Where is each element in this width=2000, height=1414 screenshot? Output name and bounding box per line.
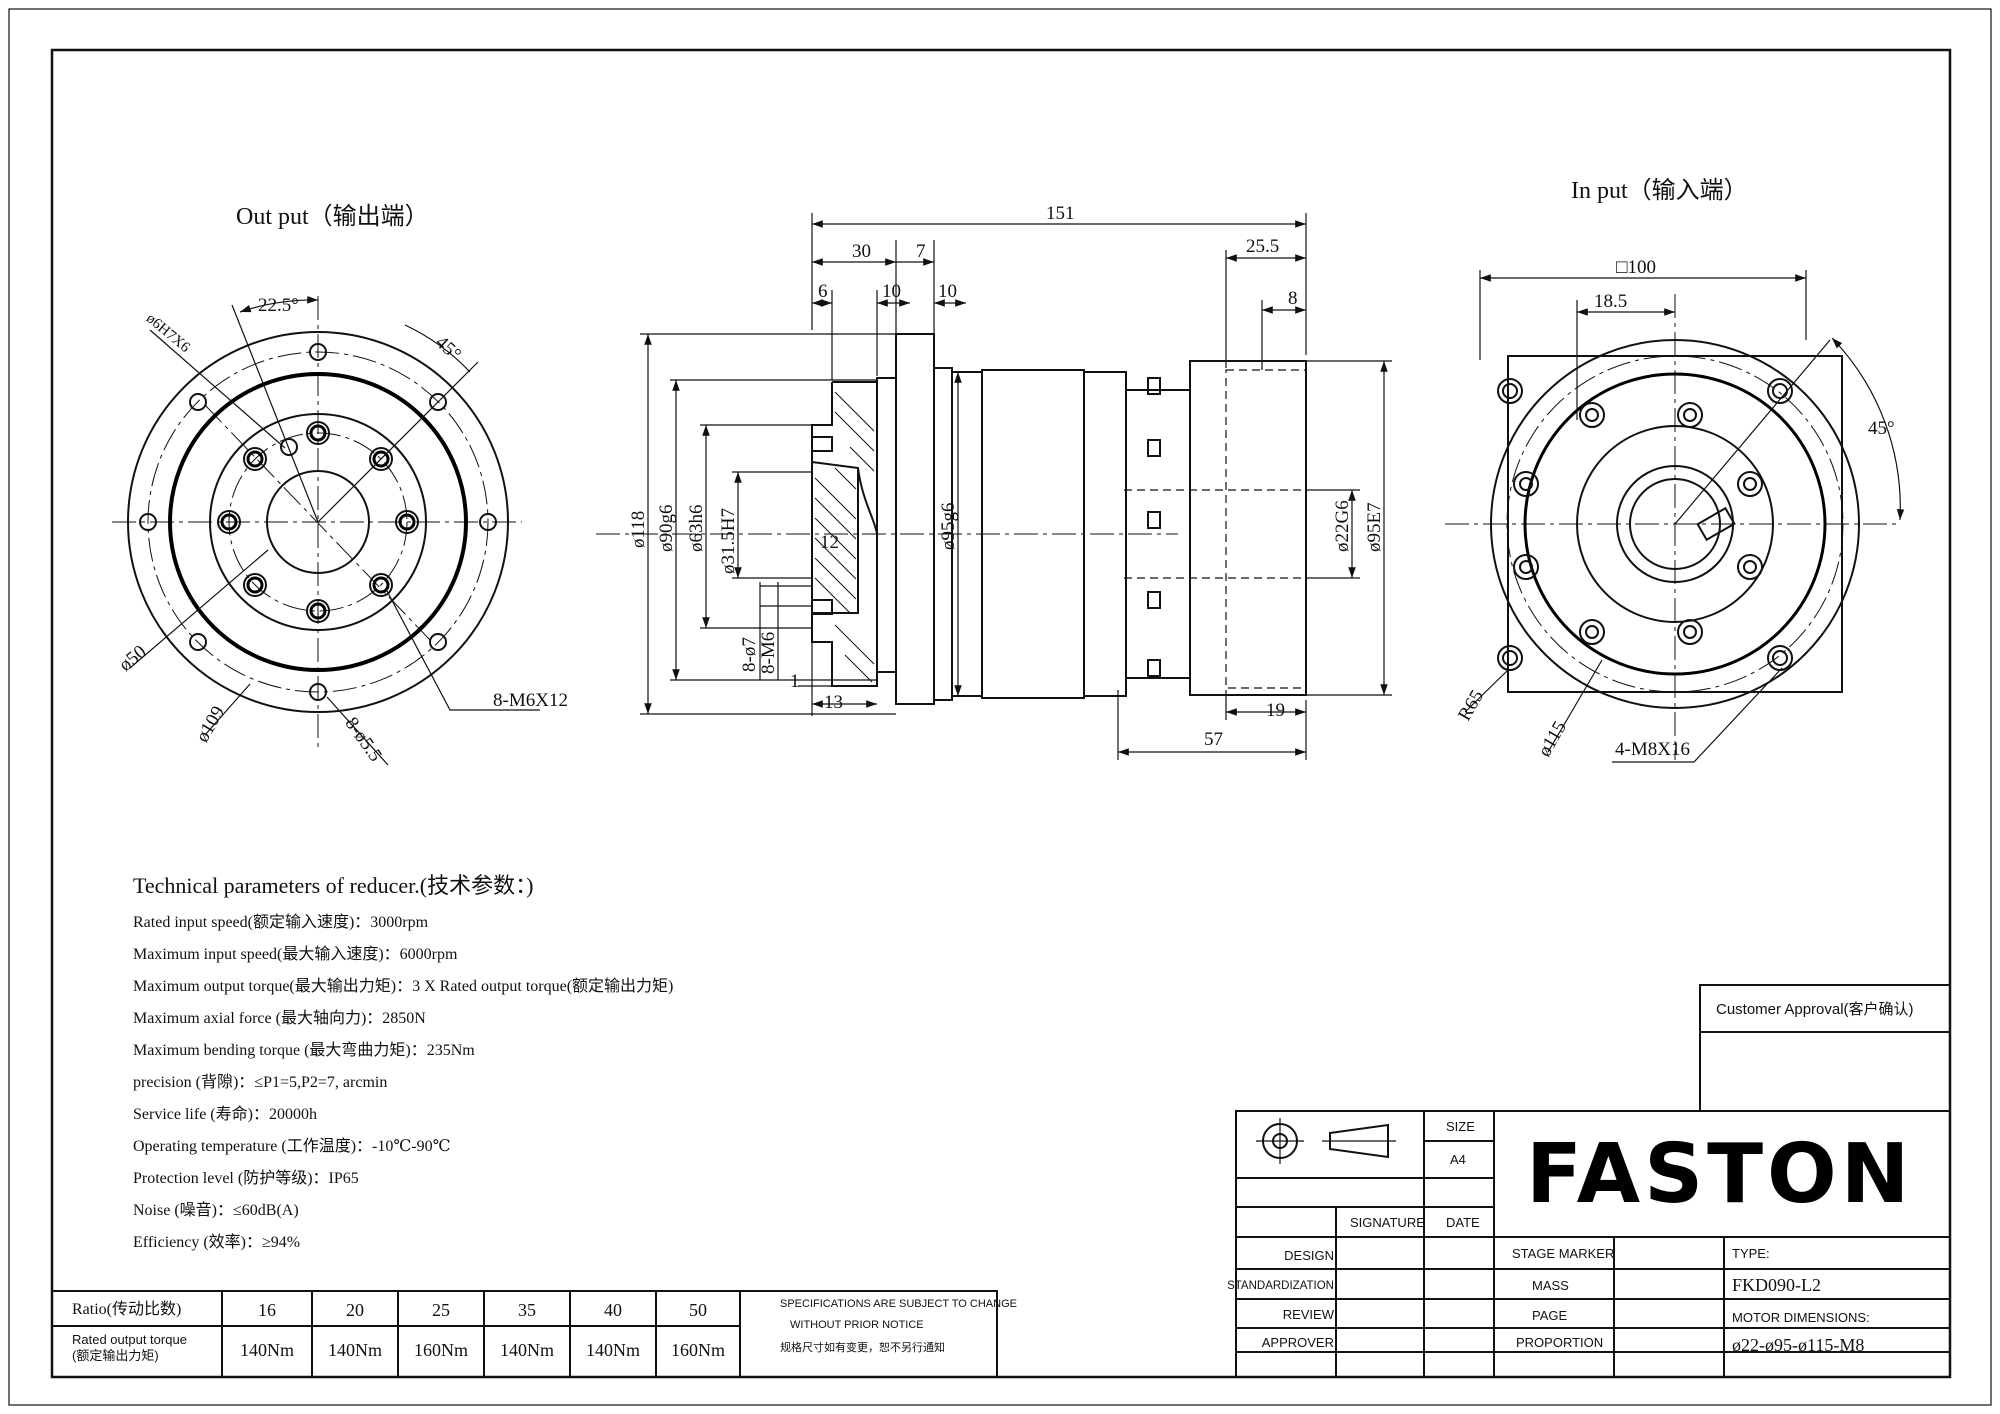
dim-10-a: 10	[882, 281, 901, 302]
approver-label: APPROVER	[1262, 1335, 1334, 1350]
date-label: DATE	[1446, 1215, 1480, 1230]
dim-8-7: 8-ø7	[739, 637, 760, 672]
standardization-label: STANDARDIZATION	[1227, 1280, 1334, 1292]
torque-value: 160Nm	[414, 1340, 468, 1360]
dim-18-5: 18.5	[1594, 291, 1627, 312]
outer-border	[8, 8, 1992, 1406]
type-value: FKD090-L2	[1732, 1275, 1821, 1295]
dim-6: 6	[818, 281, 828, 302]
side-view: 151 30 7 6 10 10 25.5 8 ø118 ø90g6 ø63h6	[596, 203, 1392, 760]
tech-line: Rated input speed(额定输入速度)：3000rpm	[133, 913, 429, 931]
angle-45-input: 45°	[1868, 418, 1895, 439]
torque-label-1: Rated output torque	[72, 1332, 187, 1347]
ratio-label: Ratio(传动比数)	[72, 1300, 181, 1318]
thread-8-m6x12: 8-M6X12	[493, 690, 568, 711]
tech-line: Maximum axial force (最大轴向力)：2850N	[133, 1009, 426, 1027]
ratio-value: 35	[518, 1300, 536, 1320]
tech-heading: Technical parameters of reducer.(技术参数：)	[133, 873, 533, 898]
dia-90g6: ø90g6	[656, 505, 677, 553]
type-label: TYPE:	[1732, 1246, 1770, 1261]
angle-22-5: 22.5°	[258, 295, 299, 316]
holes-8-5-5: 8-ø5.5	[341, 713, 386, 765]
tech-line: Maximum bending torque (最大弯曲力矩)：235Nm	[133, 1041, 475, 1059]
pilot-hole-label: ø6H7X6	[143, 311, 193, 357]
motor-dimensions-value: ø22-ø95-ø115-M8	[1732, 1335, 1864, 1355]
tech-line: Service life (寿命)：20000h	[133, 1105, 317, 1123]
notice-line: 规格尺寸如有变更，恕不另行通知	[780, 1340, 945, 1354]
dim-7: 7	[916, 241, 926, 262]
dia-31-5: ø31.5H7	[718, 508, 739, 574]
inner-border	[50, 48, 1952, 1379]
ratio-value: 40	[604, 1300, 622, 1320]
ratio-value: 25	[432, 1300, 450, 1320]
review-label: REVIEW	[1283, 1307, 1335, 1322]
torque-value: 160Nm	[671, 1340, 725, 1360]
dim-13: 13	[824, 692, 843, 713]
torque-label-2: (额定输出力矩)	[72, 1348, 159, 1363]
dia-95g6: ø95g6	[938, 503, 959, 551]
design-label: DESIGN	[1284, 1248, 1334, 1263]
page-label: PAGE	[1532, 1308, 1567, 1323]
title-block: Customer Approval(客户确认) SIZE A4 SIGNATUR…	[1227, 984, 1951, 1378]
notice-line: SPECIFICATIONS ARE SUBJECT TO CHANGE	[780, 1298, 1017, 1310]
ratio-value: 20	[346, 1300, 364, 1320]
torque-value: 140Nm	[500, 1340, 554, 1360]
radius-r65: R65	[1454, 687, 1488, 725]
tech-line: Operating temperature (工作温度)：-10℃-90℃	[133, 1137, 451, 1155]
notice-line: WITHOUT PRIOR NOTICE	[790, 1319, 924, 1331]
torque-value: 140Nm	[586, 1340, 640, 1360]
angle-45: 45°	[431, 332, 465, 365]
dim-10-b: 10	[938, 281, 957, 302]
motor-dimensions-label: MOTOR DIMENSIONS:	[1732, 1310, 1870, 1325]
stage-marker-label: STAGE MARKER	[1512, 1246, 1614, 1261]
dim-151: 151	[1046, 203, 1075, 224]
output-title: Out put（输出端）	[236, 203, 429, 230]
dia-63h6: ø63h6	[686, 505, 707, 553]
customer-approval: Customer Approval(客户确认)	[1716, 1001, 1914, 1018]
output-view: Out put（输出端）	[112, 203, 568, 766]
tech-line: Efficiency (效率)：≥94%	[133, 1233, 300, 1251]
signature-label: SIGNATURE	[1350, 1215, 1425, 1230]
dim-8: 8	[1288, 288, 1298, 309]
torque-value: 140Nm	[240, 1340, 294, 1360]
ratio-table: Ratio(传动比数) Rated output torque (额定输出力矩)…	[51, 1290, 1017, 1378]
dim-19: 19	[1266, 700, 1285, 721]
tech-line: Maximum output torque(最大输出力矩)：3 X Rated …	[133, 977, 673, 995]
dim-12: 12	[820, 532, 839, 553]
ratio-value: 16	[258, 1300, 276, 1320]
dia-109: ø109	[192, 703, 229, 746]
dim-8-m6: 8-M6	[758, 632, 779, 674]
mass-label: MASS	[1532, 1278, 1569, 1293]
dia-115: ø115	[1534, 718, 1571, 761]
dim-57: 57	[1204, 729, 1223, 750]
technical-parameters: Technical parameters of reducer.(技术参数：) …	[133, 873, 673, 1251]
ratio-value: 50	[689, 1300, 707, 1320]
dia-22g6: ø22G6	[1332, 500, 1353, 552]
dia-118: ø118	[628, 511, 649, 548]
tech-line: Noise (噪音)：≤60dB(A)	[133, 1201, 299, 1219]
proportion-label: PROPORTION	[1516, 1335, 1603, 1350]
input-view: In put（输入端） □100 18.5 45°	[1445, 177, 1905, 763]
torque-value: 140Nm	[328, 1340, 382, 1360]
tech-line: precision (背隙)：≤P1=5,P2=7, arcmin	[133, 1073, 387, 1091]
dim-1: 1	[790, 671, 800, 692]
dim-25-5: 25.5	[1246, 236, 1279, 257]
size-label: SIZE	[1446, 1119, 1475, 1134]
size-value: A4	[1450, 1152, 1466, 1167]
tech-line: Maximum input speed(最大输入速度)：6000rpm	[133, 945, 458, 963]
brand-logo: FASTON	[1526, 1127, 1913, 1222]
input-title: In put（输入端）	[1571, 177, 1748, 204]
dim-30: 30	[852, 241, 871, 262]
dia-95e7: ø95E7	[1364, 502, 1385, 552]
thread-4-m8x16: 4-M8X16	[1615, 739, 1690, 760]
square-100: □100	[1616, 257, 1656, 278]
tech-line: Protection level (防护等级)：IP65	[133, 1169, 359, 1187]
dia-50: ø50	[115, 641, 150, 675]
